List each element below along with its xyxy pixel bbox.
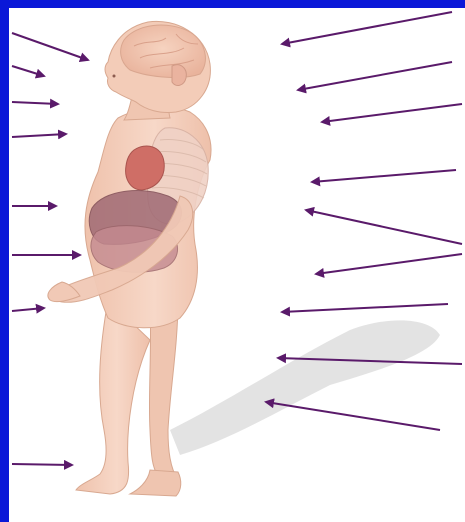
diagram-panel (9, 8, 465, 522)
left-arrow-2 (12, 66, 44, 76)
left-arrow-8 (12, 464, 72, 465)
left-arrow-7 (12, 308, 44, 311)
right-arrow-1 (282, 12, 452, 44)
brain (121, 25, 206, 77)
right-arrow-2 (298, 62, 452, 90)
front-leg (76, 300, 150, 494)
right-arrow-7 (282, 304, 448, 312)
left-arrows (12, 33, 88, 465)
eye (113, 75, 116, 78)
right-arrow-4 (312, 170, 456, 182)
ear (172, 65, 186, 86)
left-arrow-3 (12, 102, 58, 104)
right-arrow-6 (316, 254, 462, 274)
left-arrow-4 (12, 134, 66, 137)
right-arrow-9 (266, 402, 440, 430)
right-arrow-3 (322, 104, 462, 122)
left-arrow-1 (12, 33, 88, 60)
right-arrow-5 (306, 210, 462, 244)
anatomy-diagram (9, 8, 465, 522)
floor-shadow (170, 320, 440, 455)
back-foot (130, 470, 181, 496)
